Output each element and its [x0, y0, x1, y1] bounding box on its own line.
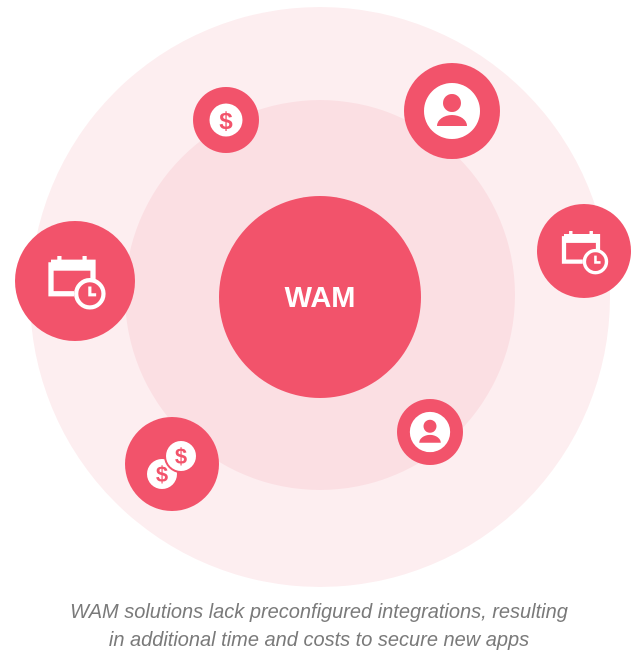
calendar-clock-icon: [15, 221, 135, 341]
caption: WAM solutions lack preconfigured integra…: [0, 598, 638, 654]
wam-center-circle: [219, 196, 421, 398]
coins-icon: [125, 417, 219, 511]
center-label: WAM: [285, 282, 356, 314]
caption-line-1: WAM solutions lack preconfigured integra…: [70, 601, 568, 623]
calendar-clock-icon: [537, 204, 631, 298]
dollar-coin-icon: [193, 87, 259, 153]
wam-diagram: $ WAM: [15, 7, 631, 587]
caption-line-2: in additional time and costs to secure n…: [108, 629, 530, 651]
user-icon: [397, 399, 463, 465]
user-icon: [404, 63, 500, 159]
